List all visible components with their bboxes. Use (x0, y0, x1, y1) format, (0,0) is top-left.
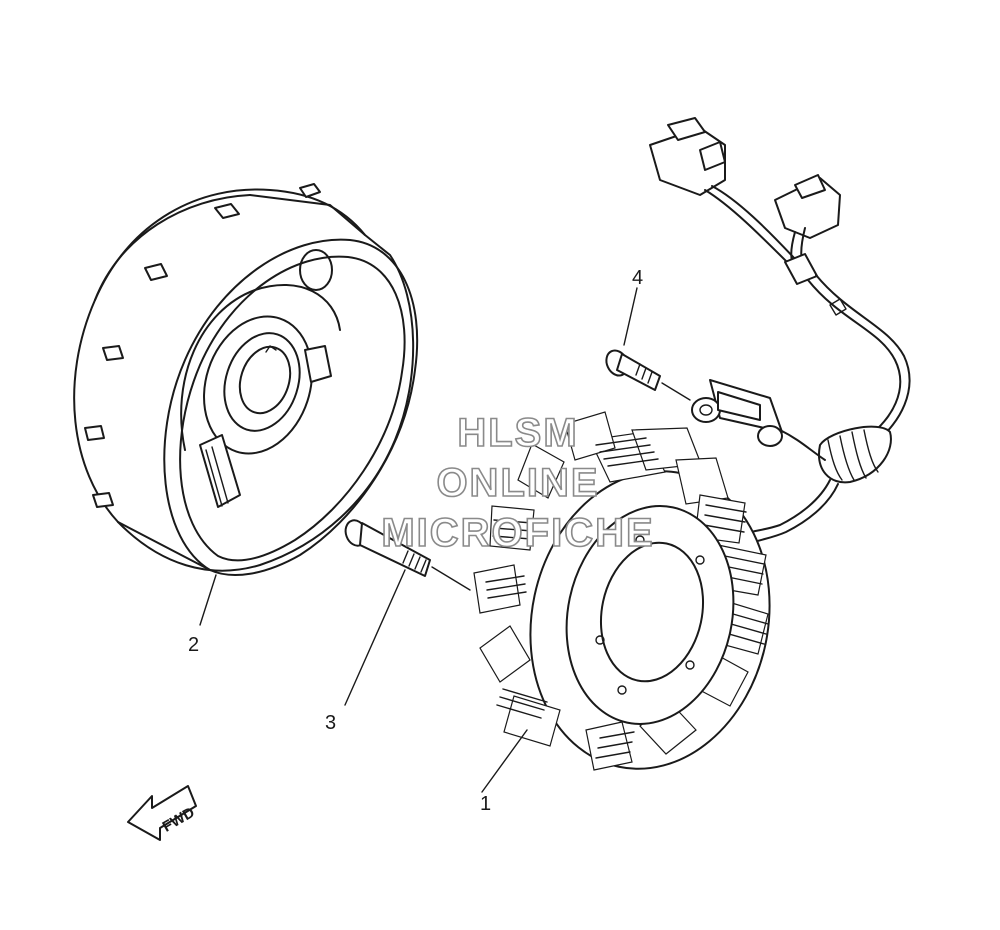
fwd-arrow-icon: FWD (127, 785, 198, 841)
watermark-line-3: MICROFICHE (381, 511, 654, 555)
callout-4: 4 (632, 267, 643, 289)
leader-1 (481, 729, 528, 793)
leader-3 (344, 569, 406, 706)
callout-3: 3 (325, 712, 336, 734)
stator (473, 411, 771, 771)
pickup-clamp (691, 379, 783, 447)
callout-2: 2 (188, 634, 199, 656)
leader-4 (623, 287, 638, 346)
bolt (344, 519, 471, 591)
wire-harness (649, 117, 911, 549)
watermark: HLSM ONLINE MICROFICHE (381, 410, 654, 556)
watermark-line-2: ONLINE (436, 461, 599, 505)
coil-hatching (485, 437, 769, 759)
watermark-line-1: HLSM (457, 411, 578, 455)
rotor-flywheel (73, 183, 419, 576)
leader-lines (199, 287, 638, 793)
callout-1: 1 (480, 793, 491, 815)
screw (605, 349, 691, 401)
leader-2 (199, 574, 217, 626)
